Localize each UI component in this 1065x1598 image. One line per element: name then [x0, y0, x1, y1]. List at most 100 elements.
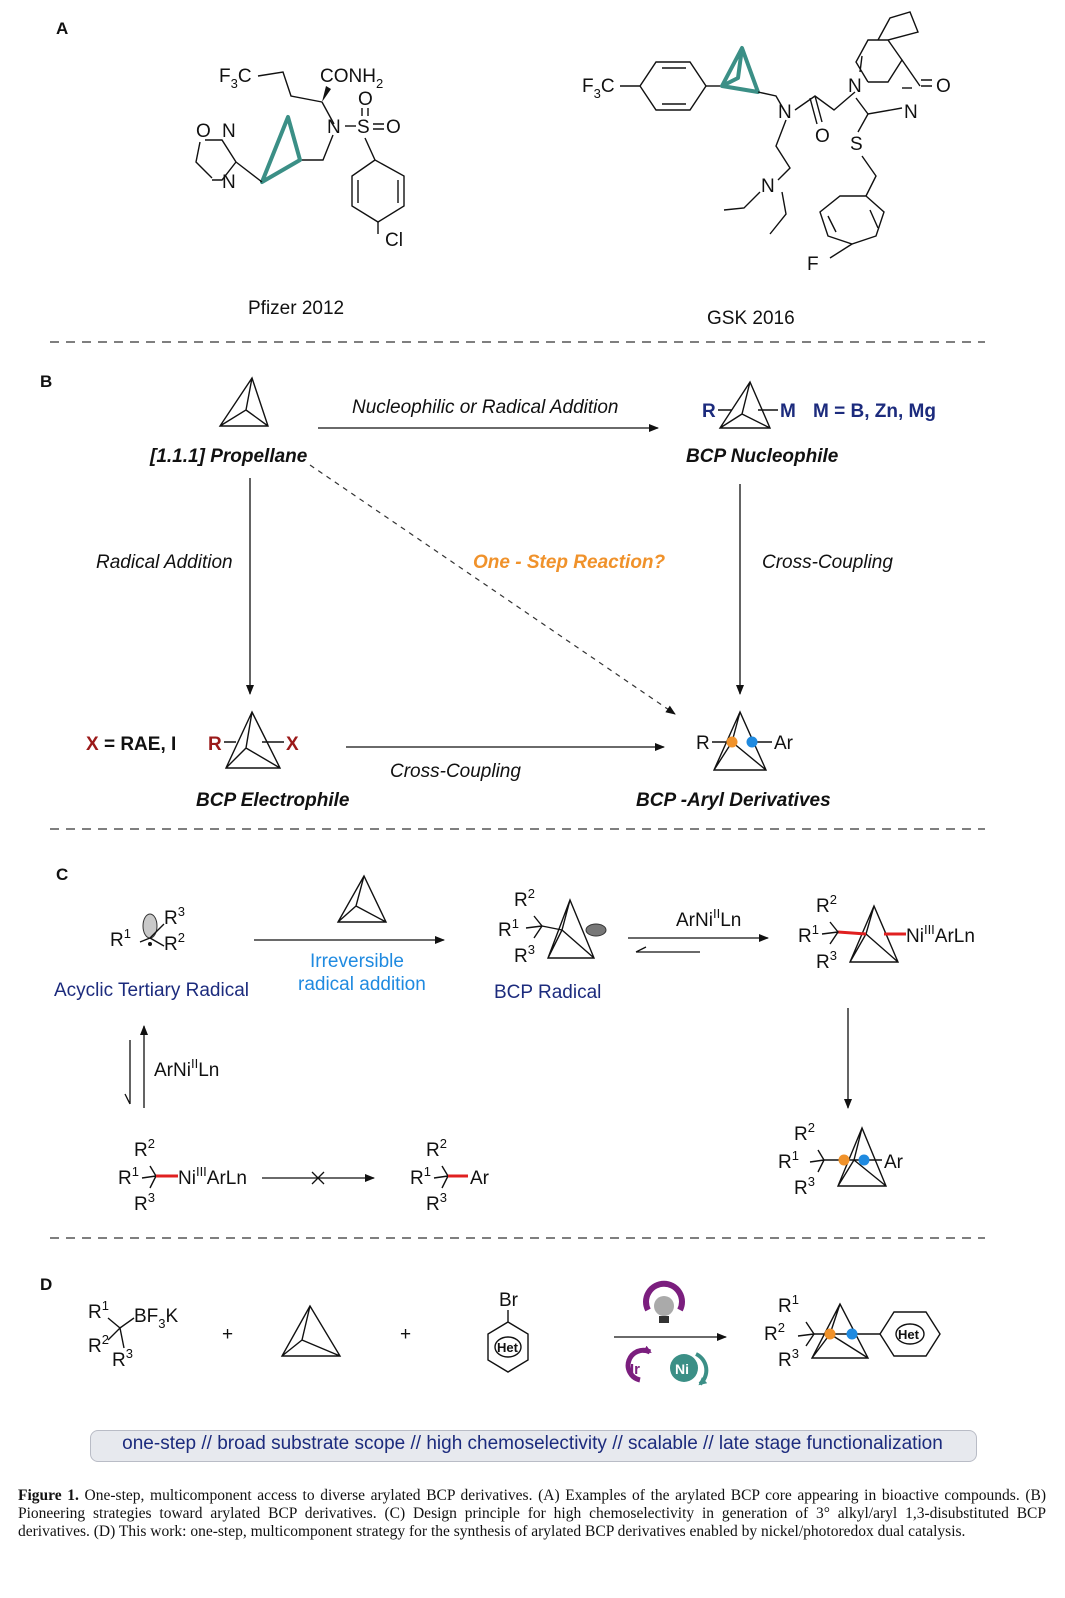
irreversible-label: Irreversible	[310, 951, 404, 972]
svg-text:R2: R2	[514, 886, 535, 911]
svg-text:R2: R2	[764, 1320, 785, 1345]
svg-text:N: N	[222, 172, 236, 193]
one-step-question: One - Step Reaction?	[473, 552, 666, 573]
svg-text:NiIIIArLn: NiIIIArLn	[906, 922, 975, 947]
svg-text:R2: R2	[134, 1136, 155, 1161]
svg-text:Br: Br	[499, 1290, 519, 1311]
svg-text:R3: R3	[112, 1346, 133, 1371]
svg-text:R3: R3	[164, 904, 185, 929]
electrophile-r: R	[208, 734, 222, 755]
svg-text:R1: R1	[118, 1164, 139, 1189]
svg-text:NiIIIArLn: NiIIIArLn	[178, 1164, 247, 1189]
svg-text:Ni: Ni	[675, 1361, 689, 1377]
svg-text:R1: R1	[798, 922, 819, 947]
blocked-x-icon	[311, 1171, 325, 1185]
bcp-radical-label: BCP Radical	[494, 982, 601, 1003]
bcp-nucleophile-label: BCP Nucleophile	[686, 446, 839, 467]
bcp-ni-complex	[821, 904, 906, 963]
bcp-aryl-label: BCP -Aryl Derivatives	[636, 790, 831, 811]
bcp-nucleophile-structure	[718, 380, 778, 429]
bcp-radical-structure	[525, 898, 607, 959]
svg-text:R3: R3	[134, 1190, 155, 1215]
aryl-r: R	[696, 733, 710, 754]
electrophile-x: X	[286, 734, 299, 755]
iridium-catalyst-icon: Ir	[625, 1345, 652, 1383]
aryl-ar: Ar	[774, 733, 794, 754]
svg-text:R2: R2	[426, 1136, 447, 1161]
radical-addition-c-label: radical addition	[298, 974, 426, 995]
svg-text:R1: R1	[778, 1292, 799, 1317]
bcp-electrophile-label: BCP Electrophile	[196, 790, 350, 811]
svg-text:R3: R3	[778, 1346, 799, 1371]
svg-text:O: O	[815, 126, 830, 147]
nucleophilic-addition-label: Nucleophilic or Radical Addition	[352, 397, 619, 418]
panel-label-c: C	[56, 865, 68, 884]
svg-text:BF3K: BF3K	[134, 1306, 179, 1331]
svg-text:R2: R2	[816, 892, 837, 917]
radical-addition-label: Radical Addition	[96, 552, 233, 573]
svg-text:R3: R3	[514, 942, 535, 967]
trifluoroborate-reagent	[107, 1317, 135, 1349]
svg-text:R2: R2	[794, 1120, 815, 1145]
svg-text:CONH2: CONH2	[320, 66, 383, 91]
svg-text:R1: R1	[110, 926, 131, 951]
svg-text:N: N	[222, 121, 236, 142]
svg-text:Ir: Ir	[630, 1361, 640, 1378]
propellane-structure	[218, 376, 269, 427]
svg-text:N: N	[327, 117, 341, 138]
svg-text:N: N	[904, 102, 918, 123]
alkyl-aryl-product	[433, 1165, 468, 1189]
pfizer-molecule: F3C CONH2 N S O O Cl O N N Pfizer 2012	[195, 66, 405, 319]
svg-text:N: N	[778, 102, 792, 123]
svg-text:ArNiIILn: ArNiIILn	[154, 1056, 219, 1081]
cross-coupling-bottom-label: Cross-Coupling	[390, 761, 521, 782]
bcp-aryl-structure	[712, 710, 772, 771]
svg-text:R3: R3	[816, 948, 837, 973]
propellane-label: [1.1.1] Propellane	[149, 446, 308, 467]
svg-text:Cl: Cl	[385, 230, 403, 251]
svg-text:O: O	[386, 117, 401, 138]
svg-text:O: O	[196, 121, 211, 142]
product-d-structure	[797, 1302, 941, 1359]
propellane-d	[280, 1304, 342, 1357]
x-definition: X = RAE, I	[86, 734, 176, 755]
svg-text:F: F	[807, 254, 819, 275]
svg-text:Het: Het	[497, 1340, 519, 1355]
svg-text:N: N	[848, 76, 862, 97]
nickel-catalyst-icon: Ni	[670, 1352, 709, 1386]
propellane-small	[336, 874, 388, 923]
svg-text:R1: R1	[410, 1164, 431, 1189]
gsk-label: GSK 2016	[707, 308, 795, 329]
m-definition: M = B, Zn, Mg	[813, 401, 936, 422]
svg-text:R2: R2	[164, 930, 185, 955]
caption-text: One-step, multicomponent access to diver…	[18, 1487, 1047, 1540]
svg-text:S: S	[357, 117, 370, 138]
caption-bold: Figure 1.	[18, 1487, 79, 1504]
panel-label-d: D	[40, 1275, 52, 1294]
svg-text:Ar: Ar	[884, 1152, 904, 1173]
svg-text:F3C: F3C	[219, 66, 252, 91]
figure-caption: Figure 1. One-step, multicomponent acces…	[18, 1487, 1046, 1541]
light-bulb-icon	[643, 1280, 685, 1323]
alkyl-ni-complex	[141, 1165, 178, 1189]
cross-coupling-right-label: Cross-Coupling	[762, 552, 893, 573]
svg-text:R2: R2	[88, 1332, 109, 1357]
pfizer-label: Pfizer 2012	[248, 298, 344, 319]
svg-text:F3C: F3C	[582, 76, 615, 101]
svg-text:R1: R1	[498, 916, 519, 941]
keywords-text: one-step // broad substrate scope // hig…	[122, 1433, 943, 1454]
bcp-electrophile-structure	[224, 710, 284, 769]
plus-2: +	[400, 1324, 411, 1345]
svg-text:R1: R1	[88, 1298, 109, 1323]
svg-text:Het: Het	[898, 1327, 920, 1342]
svg-text:R1: R1	[778, 1148, 799, 1173]
svg-text:N: N	[761, 176, 775, 197]
keywords-box	[90, 1430, 977, 1462]
bcp-aryl-product-c	[809, 1126, 888, 1187]
svg-text:R3: R3	[426, 1190, 447, 1215]
acyclic-tertiary-label: Acyclic Tertiary Radical	[54, 980, 249, 1001]
tertiary-radical-structure	[139, 913, 165, 947]
panel-label-b: B	[40, 372, 52, 391]
plus-1: +	[222, 1324, 233, 1345]
